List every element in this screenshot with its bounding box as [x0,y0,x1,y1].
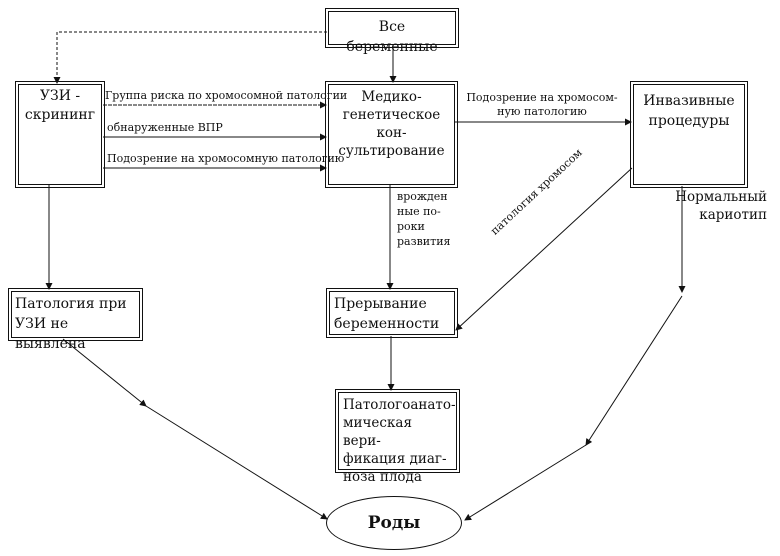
node-no-pathology-line2: УЗИ не выявлена [15,316,86,352]
node-counseling-line1: Медико- [361,89,422,105]
label-suspicion-left: Подозрение на хромосомную патологию [107,152,345,165]
node-birth-label: Роды [367,513,421,533]
node-invasive-line1: Инвазивные [643,93,735,109]
edge-chrom-pathology [455,167,633,331]
label-congenital-line2: ные по- [397,205,441,218]
node-no-pathology: Патология при УЗИ не выявлена [8,288,143,352]
label-normal-karyotype-line2: кариотип [699,207,767,223]
label-suspicion-right-line1: Подозрение на хромосом- [466,91,618,104]
label-normal-karyotype: Нормальный кариотип [675,188,767,224]
label-suspicion-right-line2: ную патологию [497,105,587,118]
node-autopsy: Патологоанато- мическая вери- фикация ди… [335,389,460,485]
node-termination: Прерывание беременности [326,288,458,338]
node-autopsy-line3: фикация диаг- [343,451,447,467]
node-counseling-line3: сультирование [338,143,445,159]
node-termination-line2: беременности [334,316,440,332]
node-termination-line1: Прерывание [334,296,427,312]
label-congenital-line3: роки [397,220,425,233]
label-congenital-line4: развития [397,235,451,248]
label-suspicion-right: Подозрение на хромосом- ную патологию [458,91,626,119]
node-no-pathology-line1: Патология при [15,296,127,312]
edge-all-to-us [53,31,327,84]
node-invasive-line2: процедуры [648,113,730,129]
node-autopsy-line1: Патологоанато- [343,397,456,413]
node-autopsy-line2: мическая вери- [343,415,412,449]
node-autopsy-line4: ноза плода [343,469,422,485]
label-congenital-line1: врожден [397,190,448,203]
label-detected-malformations: обнаруженные ВПР [107,121,223,134]
node-invasive: Инвазивные процедуры [630,81,748,188]
edge-nopath-to-birth [62,338,147,407]
label-congenital: врожден ные по- роки развития [397,189,450,249]
node-all-pregnant-label: Все беременные [346,19,438,55]
label-risk-group: Группа риска по хромосомной патологии [105,89,348,102]
node-counseling-line2: генетическое кон- [342,107,441,141]
node-us-screening: УЗИ - скрининг [15,81,105,188]
node-us-screening-line2: скрининг [24,107,96,123]
node-birth: Роды [326,496,462,550]
edge-normal-to-birth [585,295,683,446]
node-us-screening-line1: УЗИ - [39,88,81,104]
node-genetic-counseling: Медико- генетическое кон- сультирование [325,81,458,188]
label-normal-karyotype-line1: Нормальный [675,189,767,205]
node-all-pregnant: Все беременные [325,8,459,55]
